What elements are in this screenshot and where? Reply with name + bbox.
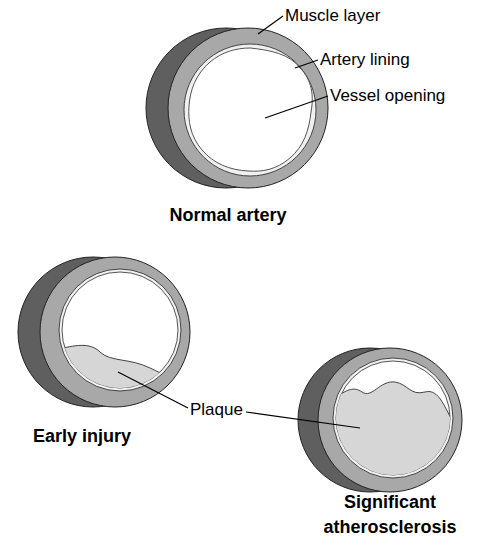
- leader-line: [258, 16, 283, 34]
- artery-section: Normal artery: [145, 5, 350, 237]
- section-caption: Normal artery: [128, 203, 328, 228]
- leader-lines: [118, 16, 360, 428]
- normal-artery-section: [146, 28, 328, 188]
- leader-line: [118, 372, 188, 408]
- part-label: Muscle layer: [285, 6, 380, 26]
- section-caption: Early injury: [2, 424, 162, 449]
- part-label: Vessel opening: [330, 86, 445, 106]
- part-label: Plaque: [190, 400, 243, 420]
- artery-section: Early injury: [15, 252, 197, 452]
- artery-section: Significant atherosclerosis: [290, 344, 480, 548]
- muscle-ring: [318, 348, 462, 492]
- artery-lining: [184, 44, 316, 176]
- part-label: Artery lining: [320, 50, 410, 70]
- leader-line: [265, 96, 328, 118]
- plaque-deposit: [330, 382, 455, 480]
- leader-line: [246, 412, 360, 428]
- muscle-ring: [40, 257, 190, 407]
- section-caption: Significant atherosclerosis: [315, 490, 465, 540]
- significant-atherosclerosis-section: [298, 348, 462, 492]
- vessel-opening: [189, 48, 312, 171]
- muscle-ring: [168, 28, 328, 188]
- leader-line: [295, 60, 318, 68]
- early-injury-section: [18, 257, 190, 407]
